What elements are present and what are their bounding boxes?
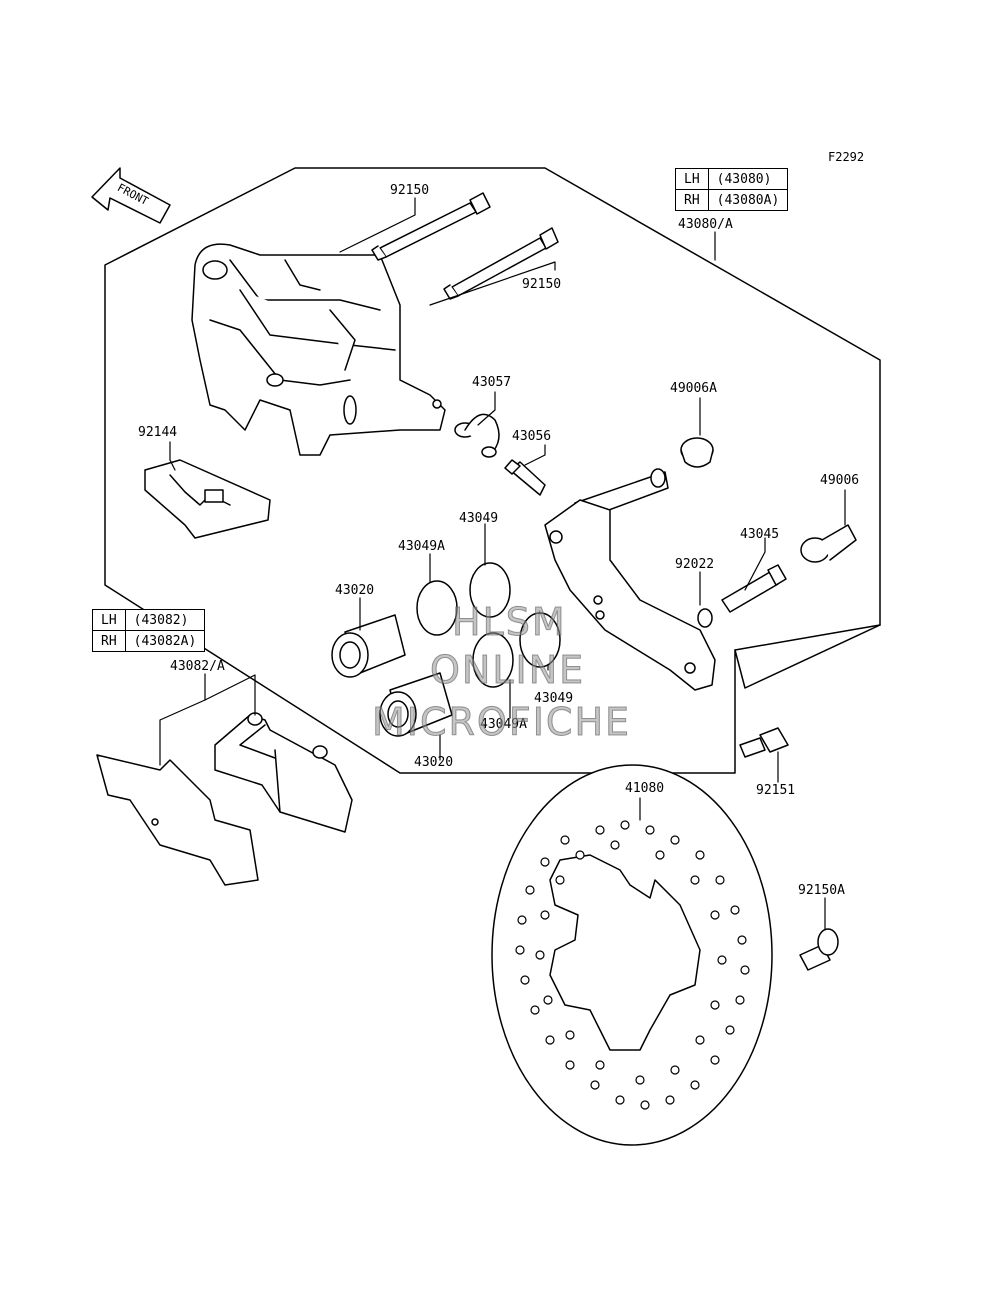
callout-bleed-cap[interactable]: 43057 <box>472 375 512 390</box>
side-label: RH <box>675 189 709 211</box>
disc-holes-pattern <box>515 820 750 1110</box>
brake-disc-shape <box>491 764 773 1146</box>
callout-pad-spring[interactable]: 92144 <box>138 425 178 440</box>
table-row: LH (43080) <box>675 168 789 190</box>
bolt-upper-shape <box>371 192 491 261</box>
side-label: RH <box>92 630 126 652</box>
bolt-lower-shape <box>443 227 559 300</box>
callout-seal-piston-upper[interactable]: 43049 <box>459 511 499 526</box>
bracket-ref-line <box>734 624 881 651</box>
pad-assy-table: LH (43082) RH (43082A) <box>92 609 206 652</box>
brake-pads-shape <box>96 712 353 886</box>
table-row: RH (43082A) <box>92 630 206 652</box>
callout-caliper-assy[interactable]: 43080/A <box>678 217 733 232</box>
front-arrow-icon <box>91 167 171 224</box>
seal-rings-shape <box>416 562 561 688</box>
part-number: (43082A) <box>124 630 206 652</box>
part-number: (43080) <box>707 168 789 190</box>
callout-disc-bolt[interactable]: 92150A <box>798 883 845 898</box>
part-number: (43080A) <box>707 189 789 211</box>
boot-small-shape <box>800 524 857 563</box>
bracket-bolt-shape <box>739 727 789 758</box>
callout-pad-assy[interactable]: 43082/A <box>170 659 225 674</box>
part-number: (43082) <box>124 609 206 631</box>
bleed-cap-shape <box>454 413 500 458</box>
callout-disc[interactable]: 41080 <box>625 781 665 796</box>
disc-bolt-shape <box>799 928 839 971</box>
side-label: LH <box>675 168 709 190</box>
callout-bleed-valve[interactable]: 43056 <box>512 429 552 444</box>
callout-seal-piston-lower[interactable]: 43049 <box>534 691 574 706</box>
washer-shape <box>697 608 713 628</box>
callout-bolt-upper[interactable]: 92150 <box>390 183 430 198</box>
side-label: LH <box>92 609 126 631</box>
callout-boot-large[interactable]: 49006A <box>670 381 717 396</box>
caliper-assy-table: LH (43080) RH (43080A) <box>675 168 789 211</box>
callout-boot-small[interactable]: 49006 <box>820 473 860 488</box>
callout-pin[interactable]: 43045 <box>740 527 780 542</box>
callout-piston-upper[interactable]: 43020 <box>335 583 375 598</box>
piston-lower-shape <box>379 672 453 737</box>
callout-piston-lower[interactable]: 43020 <box>414 755 454 770</box>
table-row: RH (43080A) <box>675 189 789 211</box>
callout-seal-dust-lower[interactable]: 43049A <box>480 717 527 732</box>
callout-washer[interactable]: 92022 <box>675 557 715 572</box>
table-row: LH (43082) <box>92 609 206 631</box>
pin-shape <box>721 564 787 613</box>
figure-id: F2292 <box>828 150 865 164</box>
callout-seal-dust-upper[interactable]: 43049A <box>398 539 445 554</box>
pad-spring-shape <box>144 459 271 539</box>
boot-large-shape <box>680 437 714 468</box>
callout-bolt-lower[interactable]: 92150 <box>522 277 562 292</box>
callout-bracket-bolt[interactable]: 92151 <box>756 783 796 798</box>
leader-lines <box>159 197 846 931</box>
bleed-valve-shape <box>504 459 546 496</box>
caliper-body-shape <box>191 243 446 456</box>
piston-upper-shape <box>331 614 406 678</box>
caliper-bracket-shape <box>544 468 716 691</box>
